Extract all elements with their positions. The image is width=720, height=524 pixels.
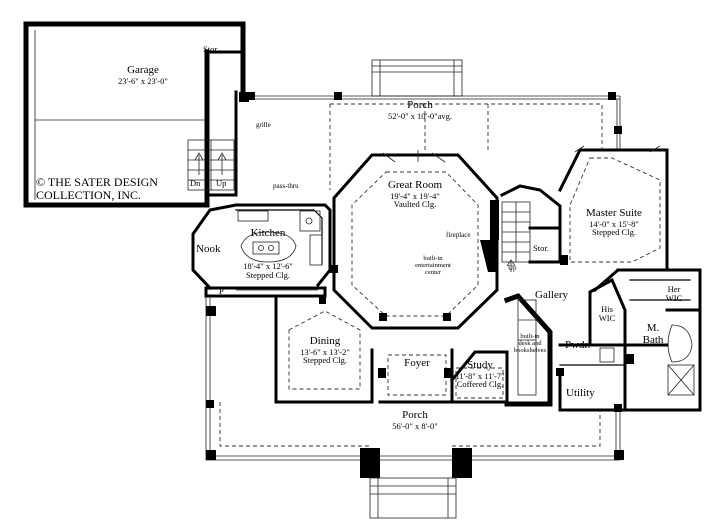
his-wic-label: His WIC <box>594 305 620 323</box>
kitchen-name: Kitchen <box>250 227 286 239</box>
study-ceiling: Coffered Clg. <box>456 379 504 390</box>
foyer-label: Foyer <box>404 357 430 369</box>
great-room-size: 19'-4" x 19'-4" <box>390 190 440 201</box>
pass-thru-note: pass-thru <box>273 182 299 190</box>
master-suite-label: Master Suite 14'-0" x 15'-8" Stepped Clg… <box>574 207 654 238</box>
copyright-line-1: © THE SATER DESIGN <box>36 175 158 189</box>
entertainment-note: built-in entertainment center <box>408 255 458 276</box>
study-walls <box>449 293 553 407</box>
porch-front-name: Porch <box>402 409 428 421</box>
dining-size: 13'-6" x 13'-2" <box>300 346 350 357</box>
his-wic-name: His <box>601 304 613 314</box>
rear-porch-outline <box>249 59 622 190</box>
copyright-notice: © THE SATER DESIGN COLLECTION, INC. <box>36 175 158 203</box>
her-wic-name: Her <box>667 284 681 294</box>
garage-size: 23'-6" x 23'-0" <box>118 75 168 86</box>
study-label: Study 11'-8" x 11'-7" Coffered Clg. <box>452 359 508 390</box>
dn-note: Dn <box>190 178 201 188</box>
entertainment-line-2: entertainment <box>415 261 451 269</box>
desk-line-3: bookshelves <box>513 346 547 354</box>
great-room-walls <box>330 150 499 330</box>
kitchen-size: 18'-4" x 12'-6" <box>243 261 293 271</box>
kitchen-ceiling: Stepped Clg. <box>246 269 290 280</box>
study-size: 11'-8" x 11'-7" <box>455 370 505 381</box>
her-wic-name2: WIC <box>665 292 683 303</box>
utility-label: Utility <box>566 387 595 399</box>
entertainment-line-1: built-in <box>423 255 443 262</box>
pantry-label: P <box>219 286 224 296</box>
great-room-name: Great Room <box>387 179 443 191</box>
foyer-walls <box>370 348 454 404</box>
garage-name: Garage <box>127 64 159 76</box>
her-wic-label: Her WIC <box>660 285 688 303</box>
utility-walls <box>556 343 627 412</box>
study-name: Study <box>467 359 493 371</box>
bath-suite-walls <box>588 268 702 412</box>
master-suite-ceiling: Stepped Clg. <box>592 227 636 238</box>
m-bath-name: M. <box>646 322 660 334</box>
entertainment-line-3: center <box>425 268 441 276</box>
dining-label: Dining 13'-6" x 13'-2" Stepped Clg. <box>290 335 360 366</box>
master-suite-name: Master Suite <box>586 207 642 219</box>
master-suite-walls <box>557 145 669 293</box>
porch-rear-name: Porch <box>407 99 433 111</box>
garage-stairs <box>187 139 235 191</box>
grille-note: grille <box>256 121 271 129</box>
desk-note: built-in desk and bookshelves <box>508 333 552 354</box>
garage-walls <box>23 21 249 208</box>
garage-label: Garage 23'-6" x 23'-0" <box>98 64 188 86</box>
desk-line-1: built-in <box>520 333 540 340</box>
dining-walls <box>274 294 374 404</box>
desk-line-2: desk and <box>518 339 542 347</box>
up-stair-note: Up <box>508 264 517 272</box>
great-room-ceiling: Vaulted Clg. <box>393 199 437 210</box>
porch-rear-label: Porch 52'-0" x 10'-0"avg. <box>370 99 470 121</box>
storage-top-label: Stor. <box>203 44 219 54</box>
front-porch-outline <box>205 296 624 519</box>
kitchen-details: 18'-4" x 12'-6" Stepped Clg. <box>228 262 308 280</box>
m-bath-label: M. Bath <box>640 322 666 346</box>
copyright-line-2: COLLECTION, INC. <box>36 188 141 203</box>
his-wic-name2: WIC <box>598 312 616 323</box>
storage-mid-label: Stor. <box>533 243 549 253</box>
gallery-label: Gallery <box>535 289 568 301</box>
nook-label: Nook <box>196 243 221 255</box>
up-garage-note: Up <box>216 178 227 188</box>
porch-rear-size: 52'-0" x 10'-0"avg. <box>387 110 453 121</box>
dining-ceiling: Stepped Clg. <box>303 355 347 366</box>
powder-label: Pwdr. <box>565 339 591 351</box>
central-stair <box>499 184 562 272</box>
fireplace-note: fireplace <box>446 231 471 239</box>
porch-front-label: Porch 56'-0" x 8'-0" <box>365 409 465 431</box>
master-suite-size: 14'-0" x 15'-8" <box>589 218 639 229</box>
m-bath-name2: Bath <box>642 333 664 346</box>
kitchen-label: Kitchen <box>228 227 308 240</box>
great-room-label: Great Room 19'-4" x 19'-4" Vaulted Clg. <box>365 179 465 210</box>
porch-front-size: 56'-0" x 8'-0" <box>392 420 438 431</box>
dining-name: Dining <box>309 335 341 347</box>
